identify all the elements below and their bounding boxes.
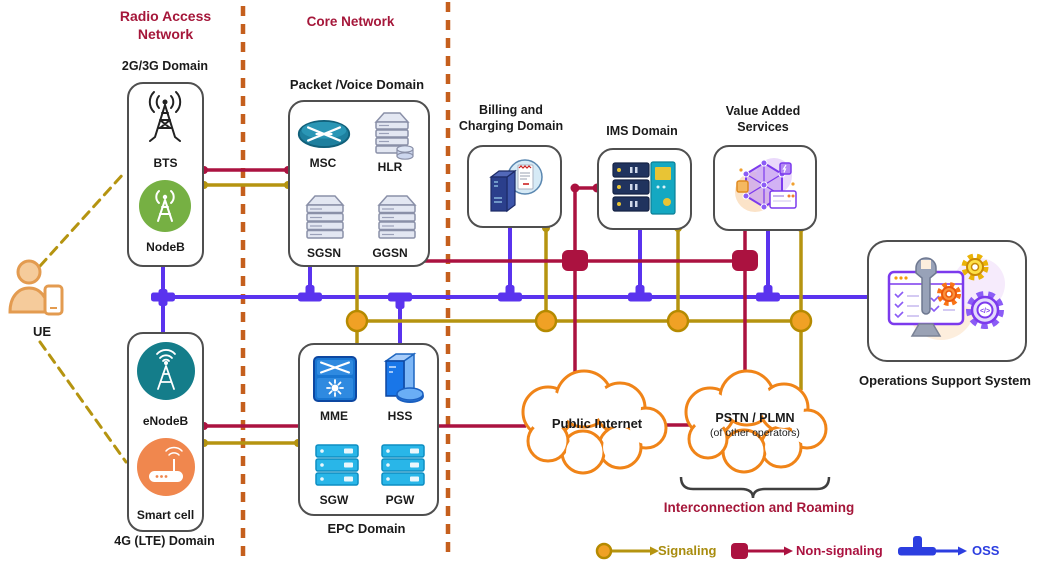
ggsn-label: GGSN [372,246,408,260]
vas-label-line2: Services [737,119,789,134]
enodeb-label: eNodeB [142,414,189,428]
msc-label: MSC [309,156,337,170]
ue-person-icon [8,259,64,316]
vas-network-hexagon-icon [735,158,797,212]
legend-non-signaling-label: Non-signaling [796,543,883,558]
domain-label-ims: IMS Domain [606,124,678,138]
mme-switch-icon [313,356,357,402]
sgw-server-icon [315,444,359,486]
domain-separator-lines [240,2,451,558]
pgw-server-icon [381,444,425,486]
legend-signaling-label: Signaling [658,543,717,558]
hlr-server-icon [374,112,414,160]
legend-oss-label: OSS [972,543,1000,558]
ue-radio-links [38,170,128,464]
box-4g-domain: eNodeB Smart cell [127,332,204,532]
box-ims-domain [597,148,692,230]
box-vas-domain [713,145,817,231]
domain-label-4g: 4G (LTE) Domain [114,534,215,548]
ims-server-rack-icon [612,161,676,215]
domain-label-epc: EPC Domain [327,521,406,536]
billing-server-invoice-icon [489,159,543,213]
nodeb-icon [139,180,191,232]
public-internet-cloud [521,369,668,475]
ran-header-line1: Radio Access [119,8,212,24]
box-packet-voice-domain: MSC HLR SGSN GGSN [288,100,430,267]
oss-tools-icon: </> [887,253,1005,340]
smart-cell-label: Smart cell [136,508,195,522]
box-oss: </> [867,240,1027,362]
pstn-plmn-title: PSTN / PLMN [715,411,795,425]
domain-label-2g3g: 2G/3G Domain [121,59,209,73]
msc-router-icon [297,120,351,148]
nodeb-label: NodeB [146,240,185,254]
enodeb-icon [137,342,195,400]
pgw-label: PGW [385,493,415,507]
pstn-plmn-subtitle: (of other operators) [710,426,800,439]
billing-label-line2: Charging Domain [458,118,564,133]
non-signaling-junction-blocks [562,250,758,271]
smart-cell-icon [137,438,195,496]
oss-bus-junctions [151,285,780,309]
signaling-bus-nodes [345,309,813,333]
domain-label-packet-voice: Packet /Voice Domain [289,77,425,92]
domain-label-vas: Value Added Services [712,104,814,135]
vas-label-line1: Value Added [725,104,801,118]
sgw-label: SGW [319,493,349,507]
core-network-header: Core Network [306,14,395,29]
interconnection-roaming-label: Interconnection and Roaming [663,500,855,515]
ran-header: Radio Access Network [83,8,248,43]
bts-label: BTS [153,156,178,170]
interconnection-brace [679,476,831,499]
oss-code-gear-glyph: </> [980,308,990,315]
legend-signaling-glyph [595,542,659,560]
sgsn-server-icon [305,195,345,239]
hss-label: HSS [387,409,413,423]
mme-label: MME [320,409,348,423]
ran-header-line2: Network [137,25,194,42]
box-billing-domain [467,145,562,228]
ggsn-server-icon [377,195,417,239]
pstn-plmn-cloud [684,369,828,474]
public-internet-label: Public Internet [551,416,643,431]
hlr-label: HLR [377,160,403,174]
billing-label-line1: Billing and [479,103,543,117]
box-2g3g-domain: BTS NodeB [127,82,204,267]
oss-bus-lines [161,224,867,343]
ue-label: UE [32,324,52,339]
bts-antenna-icon [148,91,182,142]
legend-oss-glyph [898,536,967,556]
oss-label: Operations Support System [859,373,1031,388]
hss-database-icon [383,352,424,403]
sgsn-label: SGSN [306,246,341,260]
domain-label-billing: Billing and Charging Domain [450,103,572,134]
box-epc-domain: MME HSS SGW PGW [298,343,439,516]
legend-non-signaling-glyph [731,543,793,559]
pstn-plmn-label: PSTN / PLMN (of other operators) [693,411,817,440]
